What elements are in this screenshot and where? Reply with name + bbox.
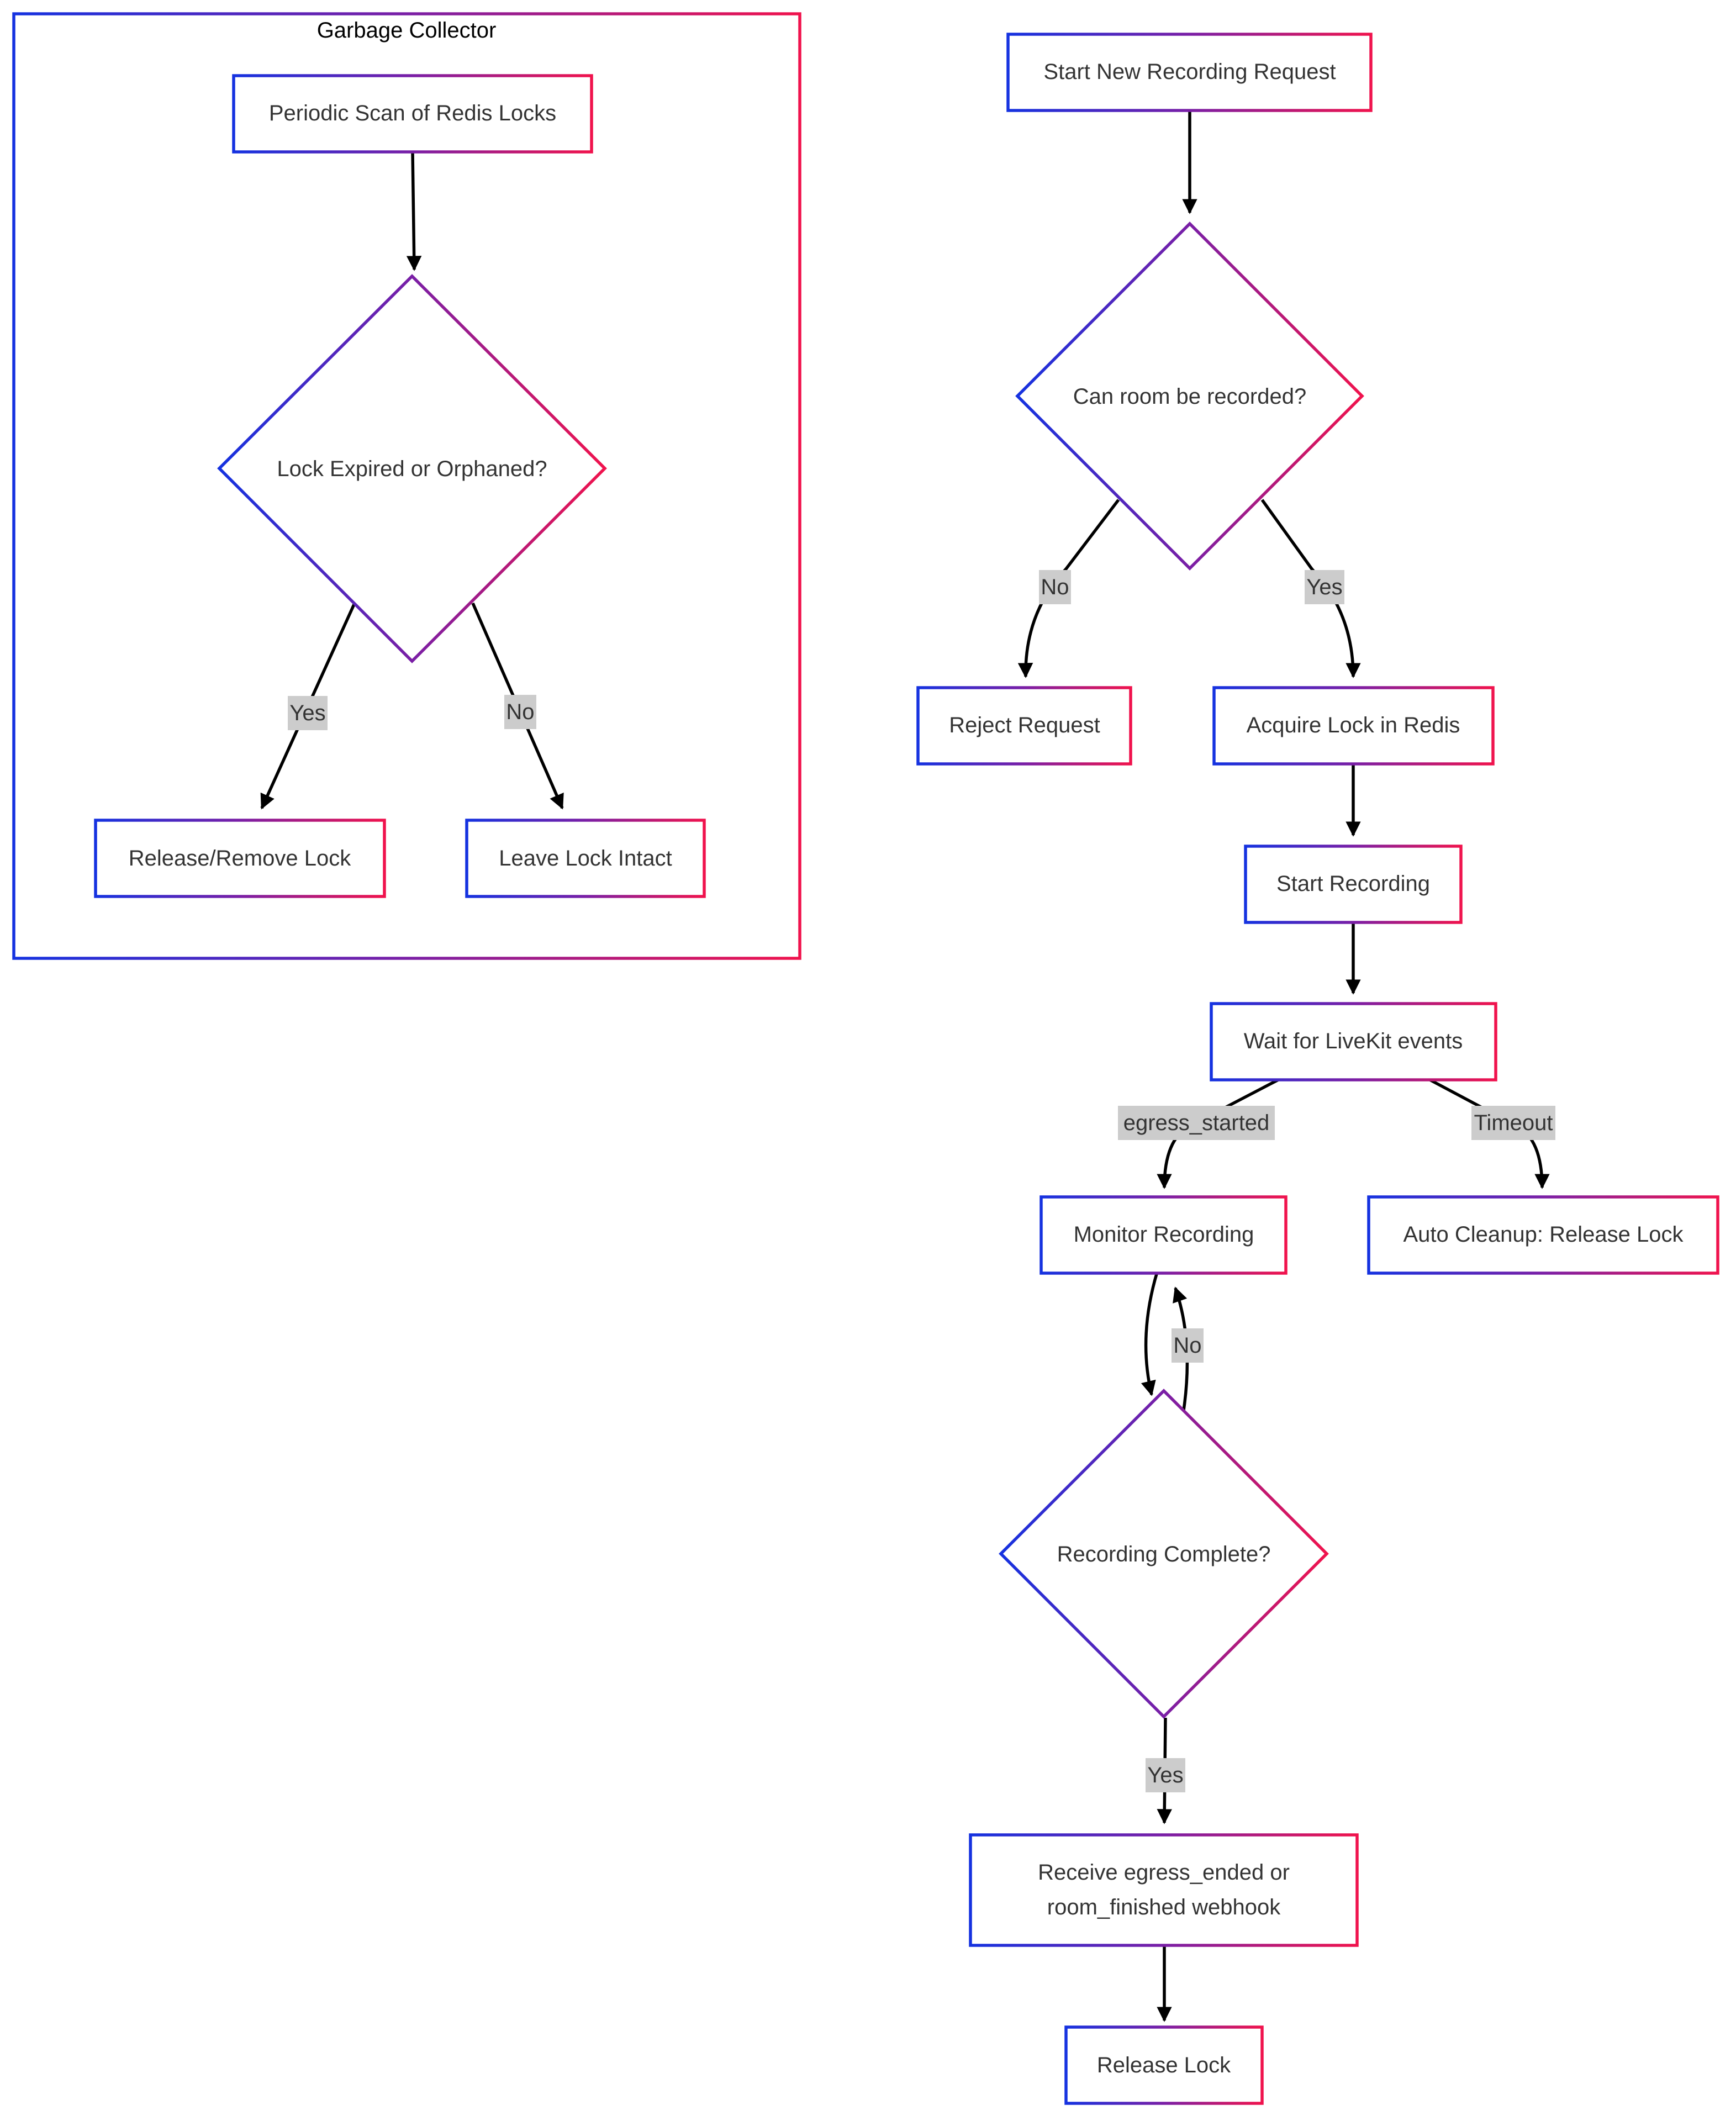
svg-text:Leave Lock Intact: Leave Lock Intact [499,846,672,870]
edge-label-gc-yes: Yes [288,696,328,730]
svg-text:Reject Request: Reject Request [949,713,1100,737]
node-receive-webhook: Receive egress_ended or room_finished we… [969,1833,1359,1947]
edge-label-egress-started: egress_started [1118,1106,1275,1140]
svg-text:Recording Complete?: Recording Complete? [1057,1542,1271,1566]
svg-text:Release Lock: Release Lock [1097,2053,1231,2077]
node-reject-request: Reject Request [916,686,1132,766]
node-acquire-lock-in-redis: Acquire Lock in Redis [1212,686,1495,766]
svg-text:Release/Remove Lock: Release/Remove Lock [129,846,351,870]
cluster-title: Garbage Collector [317,18,497,43]
node-auto-cleanup-release-lock: Auto Cleanup: Release Lock [1367,1195,1719,1275]
svg-text:No: No [1041,575,1069,599]
svg-text:Yes: Yes [1147,1763,1183,1787]
node-start-new-recording-request: Start New Recording Request [1006,33,1373,112]
decision-lock-expired: Lock Expired or Orphaned? [217,274,607,663]
node-monitor-recording: Monitor Recording [1040,1195,1288,1275]
edge-label-complete-no: No [1172,1328,1204,1363]
edge-scan-to-expired [406,151,422,271]
node-start-recording: Start Recording [1244,845,1463,924]
edge-label-gc-no: No [504,695,536,729]
decision-recording-complete: Recording Complete? [999,1389,1329,1719]
svg-text:Yes: Yes [289,701,325,725]
svg-text:Timeout: Timeout [1474,1111,1553,1135]
svg-text:Can room be recorded?: Can room be recorded? [1073,384,1306,409]
svg-text:Acquire Lock in Redis: Acquire Lock in Redis [1247,713,1460,737]
edge-label-complete-yes: Yes [1146,1758,1185,1792]
edge-label-can-no: No [1039,570,1071,604]
svg-text:Yes: Yes [1306,575,1342,599]
decision-can-room-be-recorded: Can room be recorded? [1015,221,1364,571]
svg-text:Receive egress_ended or: Receive egress_ended or [1038,1860,1290,1885]
svg-text:Lock Expired or Orphaned?: Lock Expired or Orphaned? [277,457,547,481]
svg-text:Wait for LiveKit events: Wait for LiveKit events [1244,1029,1463,1053]
edge-monitor-to-complete [1141,1271,1159,1396]
svg-text:Auto Cleanup: Release Lock: Auto Cleanup: Release Lock [1403,1222,1684,1247]
svg-text:room_finished webhook: room_finished webhook [1047,1895,1281,1919]
svg-text:Periodic Scan of Redis Locks: Periodic Scan of Redis Locks [269,101,556,125]
svg-text:No: No [1173,1333,1201,1358]
svg-text:egress_started: egress_started [1123,1111,1270,1135]
edge-label-can-yes: Yes [1305,570,1344,604]
node-leave-lock-intact: Leave Lock Intact [465,819,706,898]
svg-text:Monitor Recording: Monitor Recording [1074,1222,1254,1247]
node-periodic-scan: Periodic Scan of Redis Locks [232,74,593,154]
svg-text:No: No [506,700,534,724]
svg-text:Start Recording: Start Recording [1276,872,1430,896]
edge-label-timeout: Timeout [1471,1106,1555,1140]
node-release-remove-lock: Release/Remove Lock [94,819,386,898]
svg-text:Start New Recording Request: Start New Recording Request [1043,60,1336,84]
node-release-lock: Release Lock [1064,2025,1264,2105]
edge-labels: Yes No No Yes egress_started Timeout No [288,570,1555,1792]
node-wait-for-livekit-events: Wait for LiveKit events [1210,1002,1497,1081]
